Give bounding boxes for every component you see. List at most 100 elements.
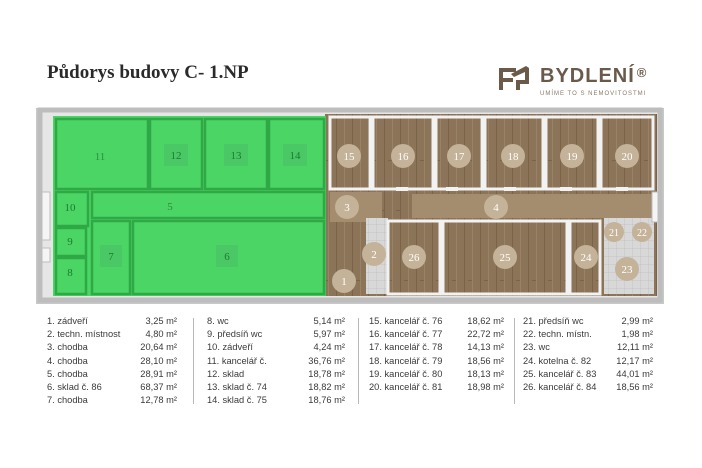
legend-room-area: 28,10 m² [140,355,177,366]
legend-item: 16. kancelář č. 77 22,72 m² [369,328,504,341]
legend-room-label: 15. kancelář č. 76 [369,316,443,326]
legend-item: 4. chodba 28,10 m² [47,355,177,368]
svg-text:6: 6 [224,251,230,263]
legend-divider [514,318,515,404]
legend-room-label: 24. kotelna č. 82 [523,355,592,366]
svg-text:20: 20 [622,151,634,163]
legend-room-area: 22,72 m² [467,329,504,340]
legend-room-area: 5,97 m² [313,329,345,340]
brand-logo: BYDLENÍ® UMÍME TO S NEMOVITOSTMI [496,64,666,104]
legend-room-area: 12,17 m² [616,355,653,366]
legend-room-area: 18,78 m² [308,368,345,379]
legend-room-label: 22. techn. místn. [523,329,592,340]
legend-room-area: 18,98 m² [467,381,504,392]
legend-room-area: 18,56 m² [616,381,653,392]
legend-room-area: 18,82 m² [308,381,345,392]
legend-item: 19. kancelář č. 80 18,13 m² [369,368,504,381]
svg-text:13: 13 [231,150,243,162]
legend-room-area: 28,91 m² [140,368,177,379]
legend-room-label: 10. zádveří [207,342,253,353]
svg-text:14: 14 [290,150,302,162]
svg-text:26: 26 [409,252,421,264]
room-badge-8: 8 [67,267,73,279]
svg-text:9: 9 [67,236,73,248]
room-badge-13: 13 [224,144,248,166]
room-badge-11: 11 [95,151,106,163]
legend-room-label: 18. kancelář č. 79 [369,355,443,366]
legend-room-label: 17. kancelář č. 78 [369,342,443,353]
legend-item: 17. kancelář č. 78 14,13 m² [369,341,504,354]
legend-room-label: 3. chodba [47,342,88,353]
svg-text:1: 1 [341,276,347,288]
brand-name: BYDLENÍ® [540,65,648,87]
legend-room-label: 16. kancelář č. 77 [369,329,443,340]
svg-text:2: 2 [371,249,377,261]
room-badge-6: 6 [216,245,238,267]
legend-room-label: 4. chodba [47,355,88,366]
svg-text:22: 22 [637,228,647,239]
legend-room-label: 13. sklad č. 74 [207,381,267,392]
legend-room-label: 8. wc [207,316,229,326]
legend-room-area: 18,62 m² [467,316,504,326]
legend-item: 3. chodba 20,64 m² [47,341,177,354]
svg-text:23: 23 [622,264,634,276]
legend-item: 13. sklad č. 74 18,82 m² [207,381,345,394]
legend-room-area: 12,11 m² [617,342,653,353]
legend-item: 8. wc 5,14 m² [207,315,345,328]
svg-text:3: 3 [344,202,350,214]
svg-text:4: 4 [493,202,499,214]
legend-item: 20. kancelář č. 81 18,98 m² [369,381,504,394]
legend-divider [193,318,194,404]
legend-room-label: 20. kancelář č. 81 [369,381,443,392]
svg-text:25: 25 [500,252,512,264]
room-badge-10: 10 [65,202,77,214]
room-badge-9: 9 [67,236,73,248]
svg-text:19: 19 [567,151,579,163]
svg-text:11: 11 [95,151,106,163]
room-badge-5: 5 [167,201,173,213]
svg-text:15: 15 [344,151,356,163]
legend-room-label: 23. wc [523,342,550,353]
brand-tagline: UMÍME TO S NEMOVITOSTMI [540,91,647,97]
legend-room-area: 18,76 m² [308,395,345,406]
legend-room-area: 20,64 m² [140,342,177,353]
legend-room-area: 14,13 m² [467,342,504,353]
legend-room-label: 6. sklad č. 86 [47,381,102,392]
legend-room-area: 18,13 m² [467,368,504,379]
legend-room-label: 11. kancelář č. [207,355,267,366]
legend-divider [358,318,359,404]
legend-room-area: 5,14 m² [313,316,345,326]
legend-room-label: 21. předsíň wc [523,316,584,326]
legend-item: 24. kotelna č. 82 12,17 m² [523,355,653,368]
svg-text:10: 10 [65,202,77,214]
legend-room-area: 36,76 m² [308,355,345,366]
svg-text:12: 12 [171,150,182,162]
svg-text:21: 21 [609,228,619,239]
legend-room-area: 1,98 m² [621,329,653,340]
legend-room-area: 4,80 m² [145,329,177,340]
legend-room-label: 19. kancelář č. 80 [369,368,443,379]
legend-room-area: 2,99 m² [621,316,653,326]
svg-text:24: 24 [581,252,593,264]
svg-text:5: 5 [167,201,173,213]
legend-item: 26. kancelář č. 84 18,56 m² [523,381,653,394]
svg-text:18: 18 [508,151,520,163]
legend-room-label: 26. kancelář č. 84 [523,381,597,392]
svg-text:7: 7 [108,251,114,263]
room-4 [412,194,652,218]
room-badge-14: 14 [283,144,307,166]
green-zone [53,116,326,296]
